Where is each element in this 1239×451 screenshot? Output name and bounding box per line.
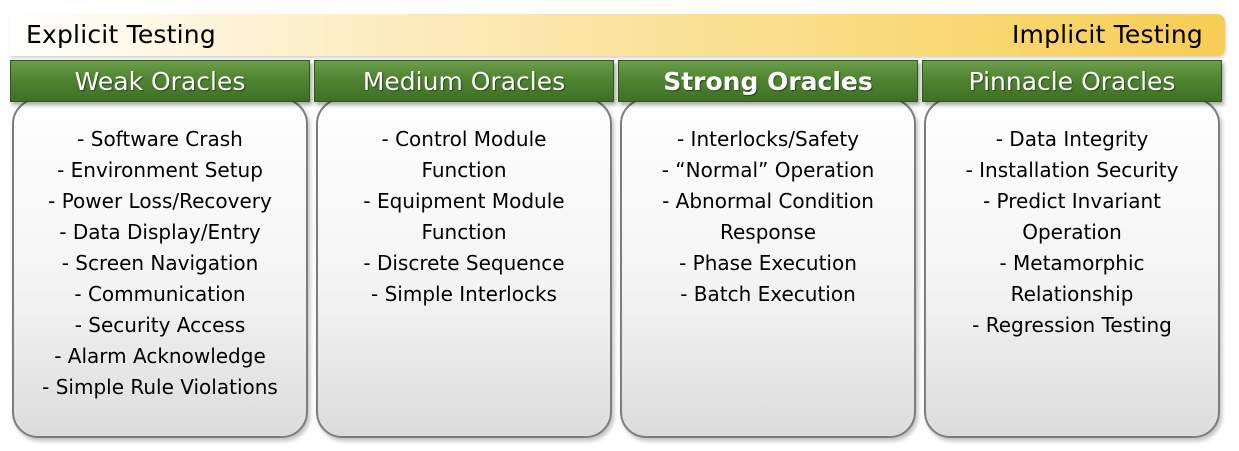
list-item: - Communication — [74, 282, 246, 306]
list-item: - Alarm Acknowledge — [54, 344, 266, 368]
weak-oracles-list: - Software Crash - Environment Setup - Pow… — [14, 124, 306, 403]
pinnacle-oracles-list: - Data Integrity - Installation Security -… — [926, 124, 1218, 341]
list-item: Relationship — [1010, 282, 1134, 306]
list-item: - Security Access — [74, 313, 246, 337]
list-item: - Discrete Sequence — [363, 251, 565, 275]
weak-oracles-header: Weak Oracles — [10, 60, 310, 102]
list-item: - Metamorphic — [999, 251, 1145, 275]
strong-oracles-header: Strong Oracles — [618, 60, 918, 102]
pinnacle-oracles-card: - Data Integrity - Installation Security -… — [924, 98, 1220, 438]
strong-oracles-list: - Interlocks/Safety - “Normal” Operation -… — [622, 124, 914, 310]
explicit-testing-label: Explicit Testing — [26, 20, 216, 49]
list-item: Function — [421, 220, 507, 244]
list-item: - Interlocks/Safety — [676, 127, 860, 151]
list-item: Function — [421, 158, 507, 182]
list-item: - Software Crash — [77, 127, 243, 151]
pinnacle-oracles-column: Pinnacle Oracles - Data Integrity - Insta… — [922, 60, 1222, 438]
list-item: - Simple Rule Violations — [42, 375, 278, 399]
list-item: - Data Display/Entry — [59, 220, 261, 244]
list-item: - Equipment Module — [363, 189, 565, 213]
list-item: Operation — [1022, 220, 1122, 244]
list-item: - Control Module — [381, 127, 547, 151]
list-item: - Screen Navigation — [61, 251, 259, 275]
strong-oracles-card: - Interlocks/Safety - “Normal” Operation -… — [620, 98, 916, 438]
medium-oracles-header: Medium Oracles — [314, 60, 614, 102]
list-item: - Abnormal Condition — [662, 189, 874, 213]
implicit-testing-label: Implicit Testing — [1011, 20, 1203, 49]
list-item: - Regression Testing — [972, 313, 1172, 337]
list-item: - Batch Execution — [680, 282, 856, 306]
list-item: - Power Loss/Recovery — [48, 189, 272, 213]
weak-oracles-column: Weak Oracles - Software Crash - Environme… — [10, 60, 310, 438]
list-item: - Phase Execution — [679, 251, 857, 275]
list-item: - “Normal” Operation — [661, 158, 875, 182]
list-item: - Data Integrity — [995, 127, 1149, 151]
list-item: - Simple Interlocks — [371, 282, 557, 306]
strong-oracles-column: Strong Oracles - Interlocks/Safety - “Nor… — [618, 60, 918, 438]
list-item: - Environment Setup — [57, 158, 263, 182]
weak-oracles-card: - Software Crash - Environment Setup - Pow… — [12, 98, 308, 438]
list-item: - Predict Invariant — [982, 189, 1162, 213]
list-item: Response — [719, 220, 817, 244]
list-item: - Installation Security — [965, 158, 1179, 182]
testing-spectrum-banner: Explicit Testing Implicit Testing — [10, 14, 1225, 56]
pinnacle-oracles-header: Pinnacle Oracles — [922, 60, 1222, 102]
